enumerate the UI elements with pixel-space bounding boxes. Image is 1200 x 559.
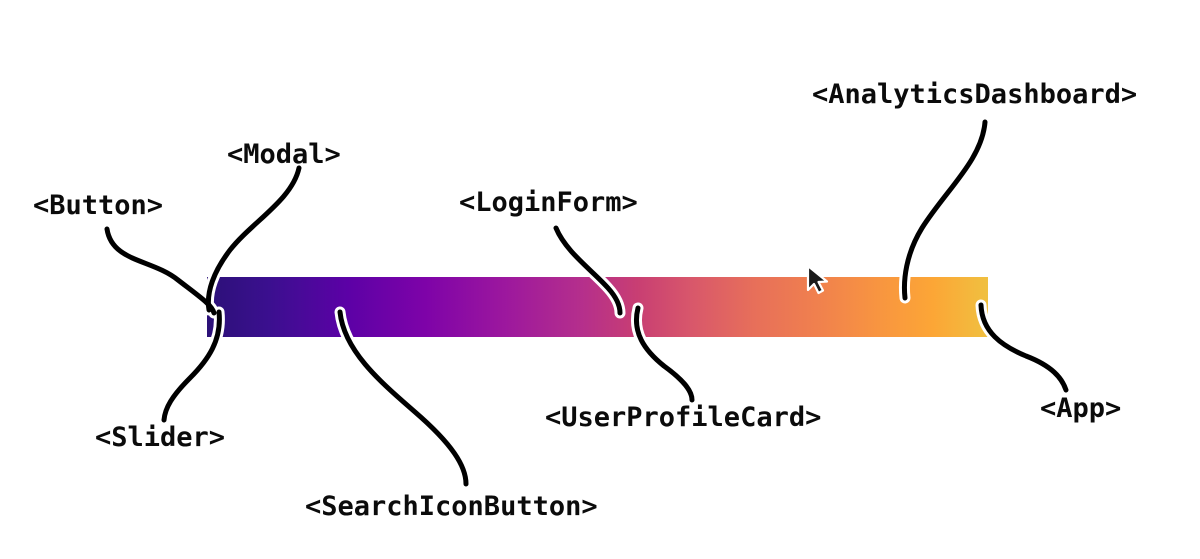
leader-line-analytics-halo [898,116,991,304]
label-slider: <Slider> [95,422,226,453]
leader-line-slider [161,309,222,423]
label-button: <Button> [33,190,164,221]
leader-line-app [978,302,1069,393]
label-app: <App> [1040,393,1122,424]
label-modal: <Modal> [227,139,341,170]
leader-line-app-halo [975,299,1072,396]
component-gradient-bar [207,277,988,337]
leader-line-user-profile-card [634,305,695,403]
mouse-pointer-icon [806,264,829,295]
leader-line-slider-halo [158,306,225,426]
label-search-icon-button: <SearchIconButton> [305,491,598,522]
leader-line-login-form [553,225,623,316]
leader-line-modal [205,165,302,313]
label-analytics-dashboard: <AnalyticsDashboard> [812,79,1138,110]
label-user-profile-card: <UserProfileCard> [545,402,822,433]
label-login-form: <LoginForm> [459,187,638,218]
leader-line-search-icon-button [337,309,469,487]
leader-line-search-halo [334,306,472,490]
leader-line-analytics-dashboard [901,119,988,301]
leader-line-modal-halo [202,162,305,316]
